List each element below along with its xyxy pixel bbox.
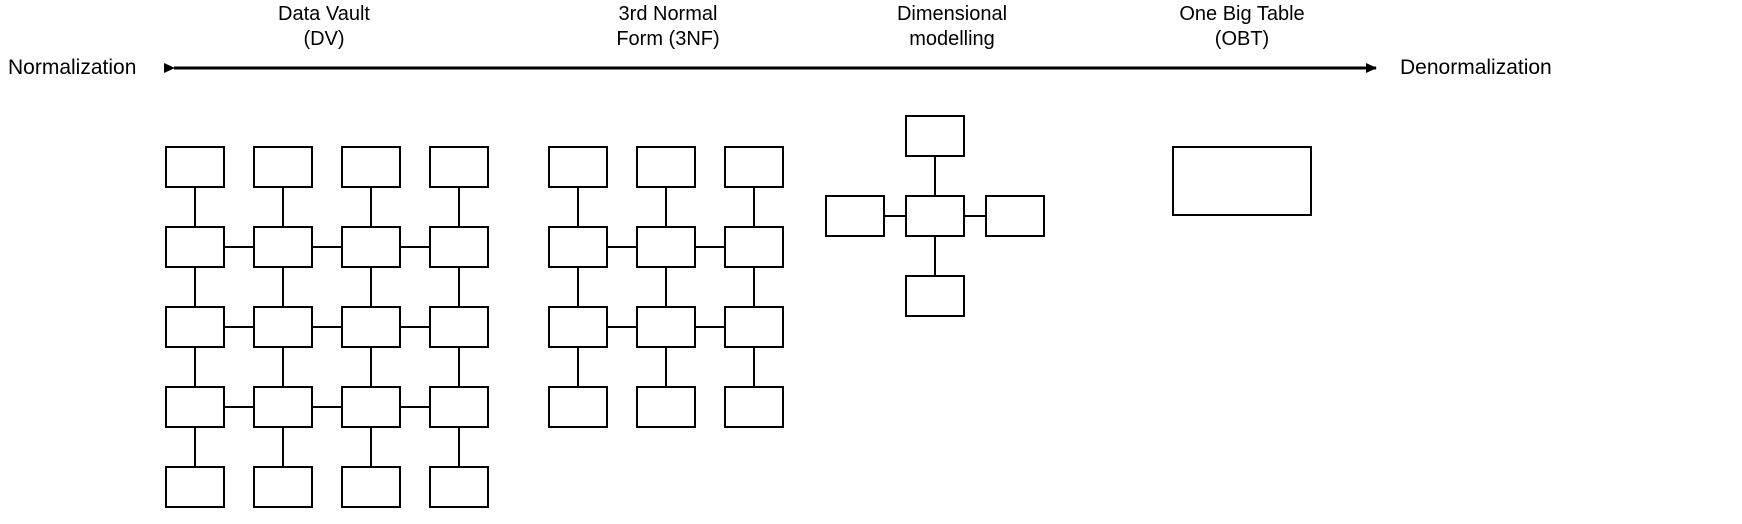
data-vault-entity-grid-cell	[165, 146, 225, 188]
data-vault-entity-grid-cell	[429, 146, 489, 188]
entity-connector-horizontal	[225, 326, 253, 328]
entity-connector-vertical	[934, 157, 936, 195]
data-vault-entity-grid-cell	[253, 386, 313, 428]
entity-connector-vertical	[458, 268, 460, 306]
entity-connector-vertical	[753, 188, 755, 226]
entity-connector-vertical	[194, 188, 196, 226]
third-normal-form-entity-grid-cell	[548, 386, 608, 428]
stage-label-dimensional-modelling: Dimensional modelling	[896, 3, 1008, 50]
entity-connector-vertical	[282, 428, 284, 466]
third-normal-form-entity-grid-cell	[724, 386, 784, 428]
third-normal-form-entity-grid-cell	[548, 306, 608, 348]
entity-connector-horizontal	[608, 326, 636, 328]
entity-connector-vertical	[753, 268, 755, 306]
entity-connector-horizontal	[401, 246, 429, 248]
data-vault-entity-grid-cell	[253, 146, 313, 188]
dimensional-star-schema-dimension-bottom	[905, 275, 965, 317]
entity-connector-horizontal	[608, 246, 636, 248]
entity-connector-vertical	[665, 268, 667, 306]
entity-connector-vertical	[577, 348, 579, 386]
entity-connector-vertical	[458, 348, 460, 386]
entity-connector-vertical	[194, 348, 196, 386]
data-vault-entity-grid-cell	[429, 226, 489, 268]
entity-connector-vertical	[458, 428, 460, 466]
third-normal-form-entity-grid-cell	[724, 146, 784, 188]
dimensional-star-schema-dimension-right	[985, 195, 1045, 237]
data-vault-entity-grid-cell	[165, 386, 225, 428]
entity-connector-horizontal	[225, 246, 253, 248]
entity-connector-vertical	[577, 188, 579, 226]
stage-label-one-big-table: One Big Table (OBT)	[1179, 3, 1305, 50]
dimensional-star-schema-fact	[905, 195, 965, 237]
dimensional-star-schema-dimension-left	[825, 195, 885, 237]
entity-connector-vertical	[194, 268, 196, 306]
data-vault-entity-grid-cell	[341, 466, 401, 508]
entity-connector-horizontal	[225, 406, 253, 408]
stage-label-third-normal-form: 3rd Normal Form (3NF)	[616, 3, 720, 50]
entity-connector-vertical	[458, 188, 460, 226]
data-vault-entity-grid-cell	[165, 306, 225, 348]
data-vault-entity-grid-cell	[341, 306, 401, 348]
data-vault-entity-grid-cell	[165, 466, 225, 508]
entity-connector-horizontal	[696, 246, 724, 248]
data-vault-entity-grid-cell	[165, 226, 225, 268]
entity-connector-horizontal	[401, 326, 429, 328]
entity-connector-horizontal	[313, 406, 341, 408]
entity-connector-vertical	[370, 348, 372, 386]
entity-connector-horizontal	[885, 215, 905, 217]
data-vault-entity-grid-cell	[429, 386, 489, 428]
entity-connector-vertical	[370, 428, 372, 466]
entity-connector-vertical	[194, 428, 196, 466]
stage-label-data-vault: Data Vault (DV)	[278, 3, 370, 50]
dimensional-star-schema-dimension-top	[905, 115, 965, 157]
third-normal-form-entity-grid-cell	[636, 306, 696, 348]
entity-connector-horizontal	[313, 246, 341, 248]
entity-connector-vertical	[577, 268, 579, 306]
third-normal-form-entity-grid-cell	[636, 226, 696, 268]
data-vault-entity-grid-cell	[341, 146, 401, 188]
data-vault-entity-grid-cell	[253, 466, 313, 508]
data-vault-entity-grid-cell	[429, 306, 489, 348]
data-vault-entity-grid-cell	[341, 226, 401, 268]
data-vault-entity-grid-cell	[253, 306, 313, 348]
entity-connector-horizontal	[313, 326, 341, 328]
third-normal-form-entity-grid-cell	[724, 226, 784, 268]
third-normal-form-entity-grid-cell	[636, 386, 696, 428]
entity-connector-vertical	[282, 268, 284, 306]
entity-connector-horizontal	[965, 215, 985, 217]
axis-label-normalization: Normalization	[8, 56, 137, 79]
entity-connector-vertical	[282, 348, 284, 386]
one-big-table-single-entity	[1172, 146, 1312, 216]
third-normal-form-entity-grid-cell	[636, 146, 696, 188]
third-normal-form-entity-grid-cell	[548, 146, 608, 188]
third-normal-form-entity-grid-cell	[724, 306, 784, 348]
entity-connector-vertical	[370, 268, 372, 306]
entity-connector-horizontal	[696, 326, 724, 328]
entity-connector-vertical	[753, 348, 755, 386]
data-vault-entity-grid-cell	[341, 386, 401, 428]
normalization-spectrum-arrow	[164, 63, 1377, 73]
entity-connector-vertical	[370, 188, 372, 226]
axis-label-denormalization: Denormalization	[1400, 56, 1552, 79]
entity-connector-vertical	[665, 348, 667, 386]
entity-connector-horizontal	[401, 406, 429, 408]
data-vault-entity-grid-cell	[429, 466, 489, 508]
entity-connector-vertical	[282, 188, 284, 226]
data-vault-entity-grid-cell	[253, 226, 313, 268]
entity-connector-vertical	[934, 237, 936, 275]
entity-connector-vertical	[665, 188, 667, 226]
third-normal-form-entity-grid-cell	[548, 226, 608, 268]
